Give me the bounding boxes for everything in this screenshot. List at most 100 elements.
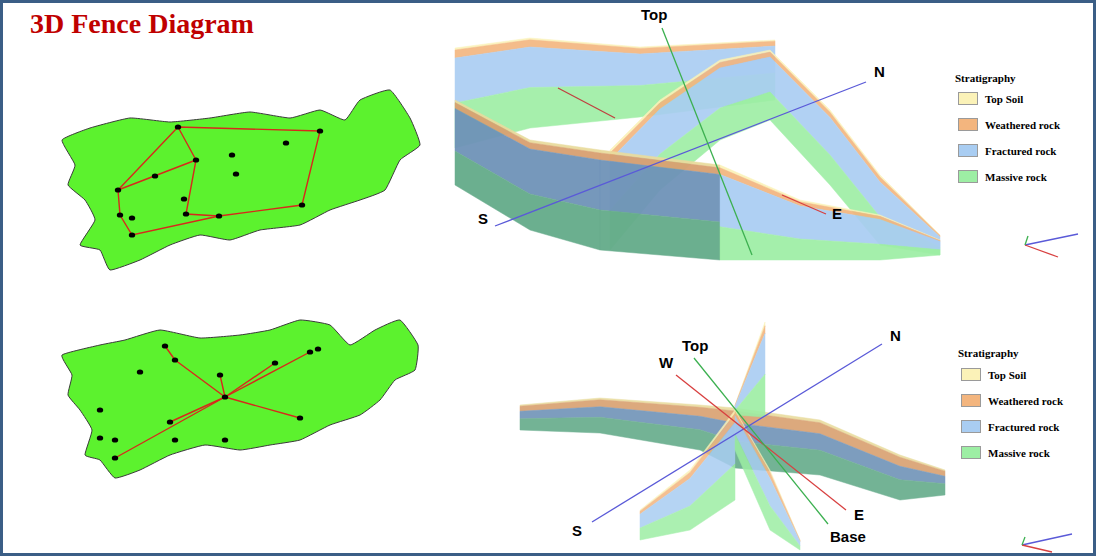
axis-label: S: [478, 210, 488, 227]
legend-text: Weathered rock: [985, 119, 1060, 131]
legend-heading: Stratigraphy: [958, 347, 1019, 360]
fence-panel: [455, 100, 600, 250]
borehole-dot: [97, 407, 103, 412]
legend-heading: Stratigraphy: [955, 72, 1016, 85]
borehole-dot: [222, 394, 228, 399]
borehole-dot: [183, 211, 189, 216]
borehole-dot: [117, 212, 123, 217]
borehole-dot: [216, 213, 222, 218]
section-line: [178, 127, 219, 216]
legend-entry: Top Soil: [961, 368, 1026, 381]
axis-line: [676, 375, 846, 510]
legend-entry: Fractured rock: [958, 144, 1056, 157]
axis-line: [1022, 545, 1052, 552]
stratum-band: [735, 374, 765, 417]
borehole-dot: [283, 140, 289, 145]
stratum-band: [720, 227, 940, 260]
axis-label: N: [874, 63, 885, 80]
section-line: [220, 375, 225, 397]
stratum-band: [600, 210, 720, 260]
borehole-dot: [181, 196, 187, 201]
area-map: [62, 320, 418, 478]
legend-swatch: [961, 420, 981, 433]
map-outline: [62, 90, 420, 270]
axis-label: W: [659, 354, 673, 371]
legend-text: Massive rock: [985, 171, 1047, 183]
borehole-dot: [217, 372, 223, 377]
borehole-dot: [222, 437, 228, 442]
map-outline: [62, 320, 418, 478]
section-line: [115, 397, 225, 458]
axis-label: Top: [682, 337, 708, 354]
borehole-dot: [299, 202, 305, 207]
fence-panel: [720, 165, 940, 260]
borehole-dot: [112, 437, 118, 442]
page-title: 3D Fence Diagram: [30, 8, 254, 40]
borehole-dot: [152, 173, 158, 178]
area-map: [62, 90, 420, 270]
borehole-dot: [172, 437, 178, 442]
fence-panel: [735, 410, 800, 550]
borehole-dot: [315, 346, 321, 351]
section-line: [175, 360, 225, 397]
legend-text: Weathered rock: [988, 395, 1063, 407]
borehole-dot: [115, 187, 121, 192]
axis-line: [495, 82, 866, 226]
axis-line: [1025, 236, 1028, 245]
axis-line: [782, 195, 826, 214]
borehole-dot: [317, 128, 323, 133]
axis-line: [1025, 245, 1058, 257]
fence-panel: [640, 410, 735, 540]
legend-text: Massive rock: [988, 447, 1050, 459]
legend-swatch: [958, 144, 978, 157]
borehole-dot: [129, 232, 135, 237]
legend-entry: Weathered rock: [958, 118, 1060, 131]
section-line: [225, 397, 300, 418]
borehole-dot: [97, 435, 103, 440]
borehole-dot: [307, 349, 313, 354]
legend-entry: Top Soil: [958, 92, 1023, 105]
axis-line: [558, 88, 615, 118]
axis-label: E: [832, 205, 842, 222]
stratum-band: [640, 464, 735, 540]
legend-entry: Weathered rock: [961, 394, 1063, 407]
borehole-dot: [167, 419, 173, 424]
legend-swatch: [958, 92, 978, 105]
axis-line: [1025, 234, 1078, 245]
legend-swatch: [958, 170, 978, 183]
axis-line: [662, 28, 752, 255]
borehole-dot: [272, 360, 278, 365]
legend-swatch: [961, 446, 981, 459]
axis-line: [1022, 534, 1072, 545]
borehole-dot: [229, 152, 235, 157]
axis-line: [694, 358, 828, 524]
fence-panel: [735, 322, 765, 417]
legend-entry: Massive rock: [958, 170, 1047, 183]
axis-label: N: [890, 327, 901, 344]
borehole-dot: [297, 415, 303, 420]
axis-label: E: [854, 506, 864, 523]
legend-text: Fractured rock: [985, 145, 1056, 157]
section-line: [225, 363, 275, 397]
axis-label: Base: [830, 528, 866, 545]
legend-entry: Massive rock: [961, 446, 1050, 459]
stratum-band: [735, 416, 800, 546]
legend-swatch: [961, 394, 981, 407]
borehole-dot: [112, 455, 118, 460]
axis-label: Top: [641, 6, 667, 23]
legend-text: Top Soil: [988, 369, 1026, 381]
section-line: [225, 352, 310, 397]
borehole-dot: [129, 215, 135, 220]
borehole-dot: [233, 171, 239, 176]
stratum-band: [455, 151, 600, 250]
borehole-dot: [175, 124, 181, 129]
legend-swatch: [958, 118, 978, 131]
borehole-dot: [172, 357, 178, 362]
legend-swatch: [961, 368, 981, 381]
fence-panel: [600, 150, 720, 260]
borehole-dot: [162, 343, 168, 348]
section-line: [118, 160, 196, 190]
stratum-band: [735, 434, 800, 550]
